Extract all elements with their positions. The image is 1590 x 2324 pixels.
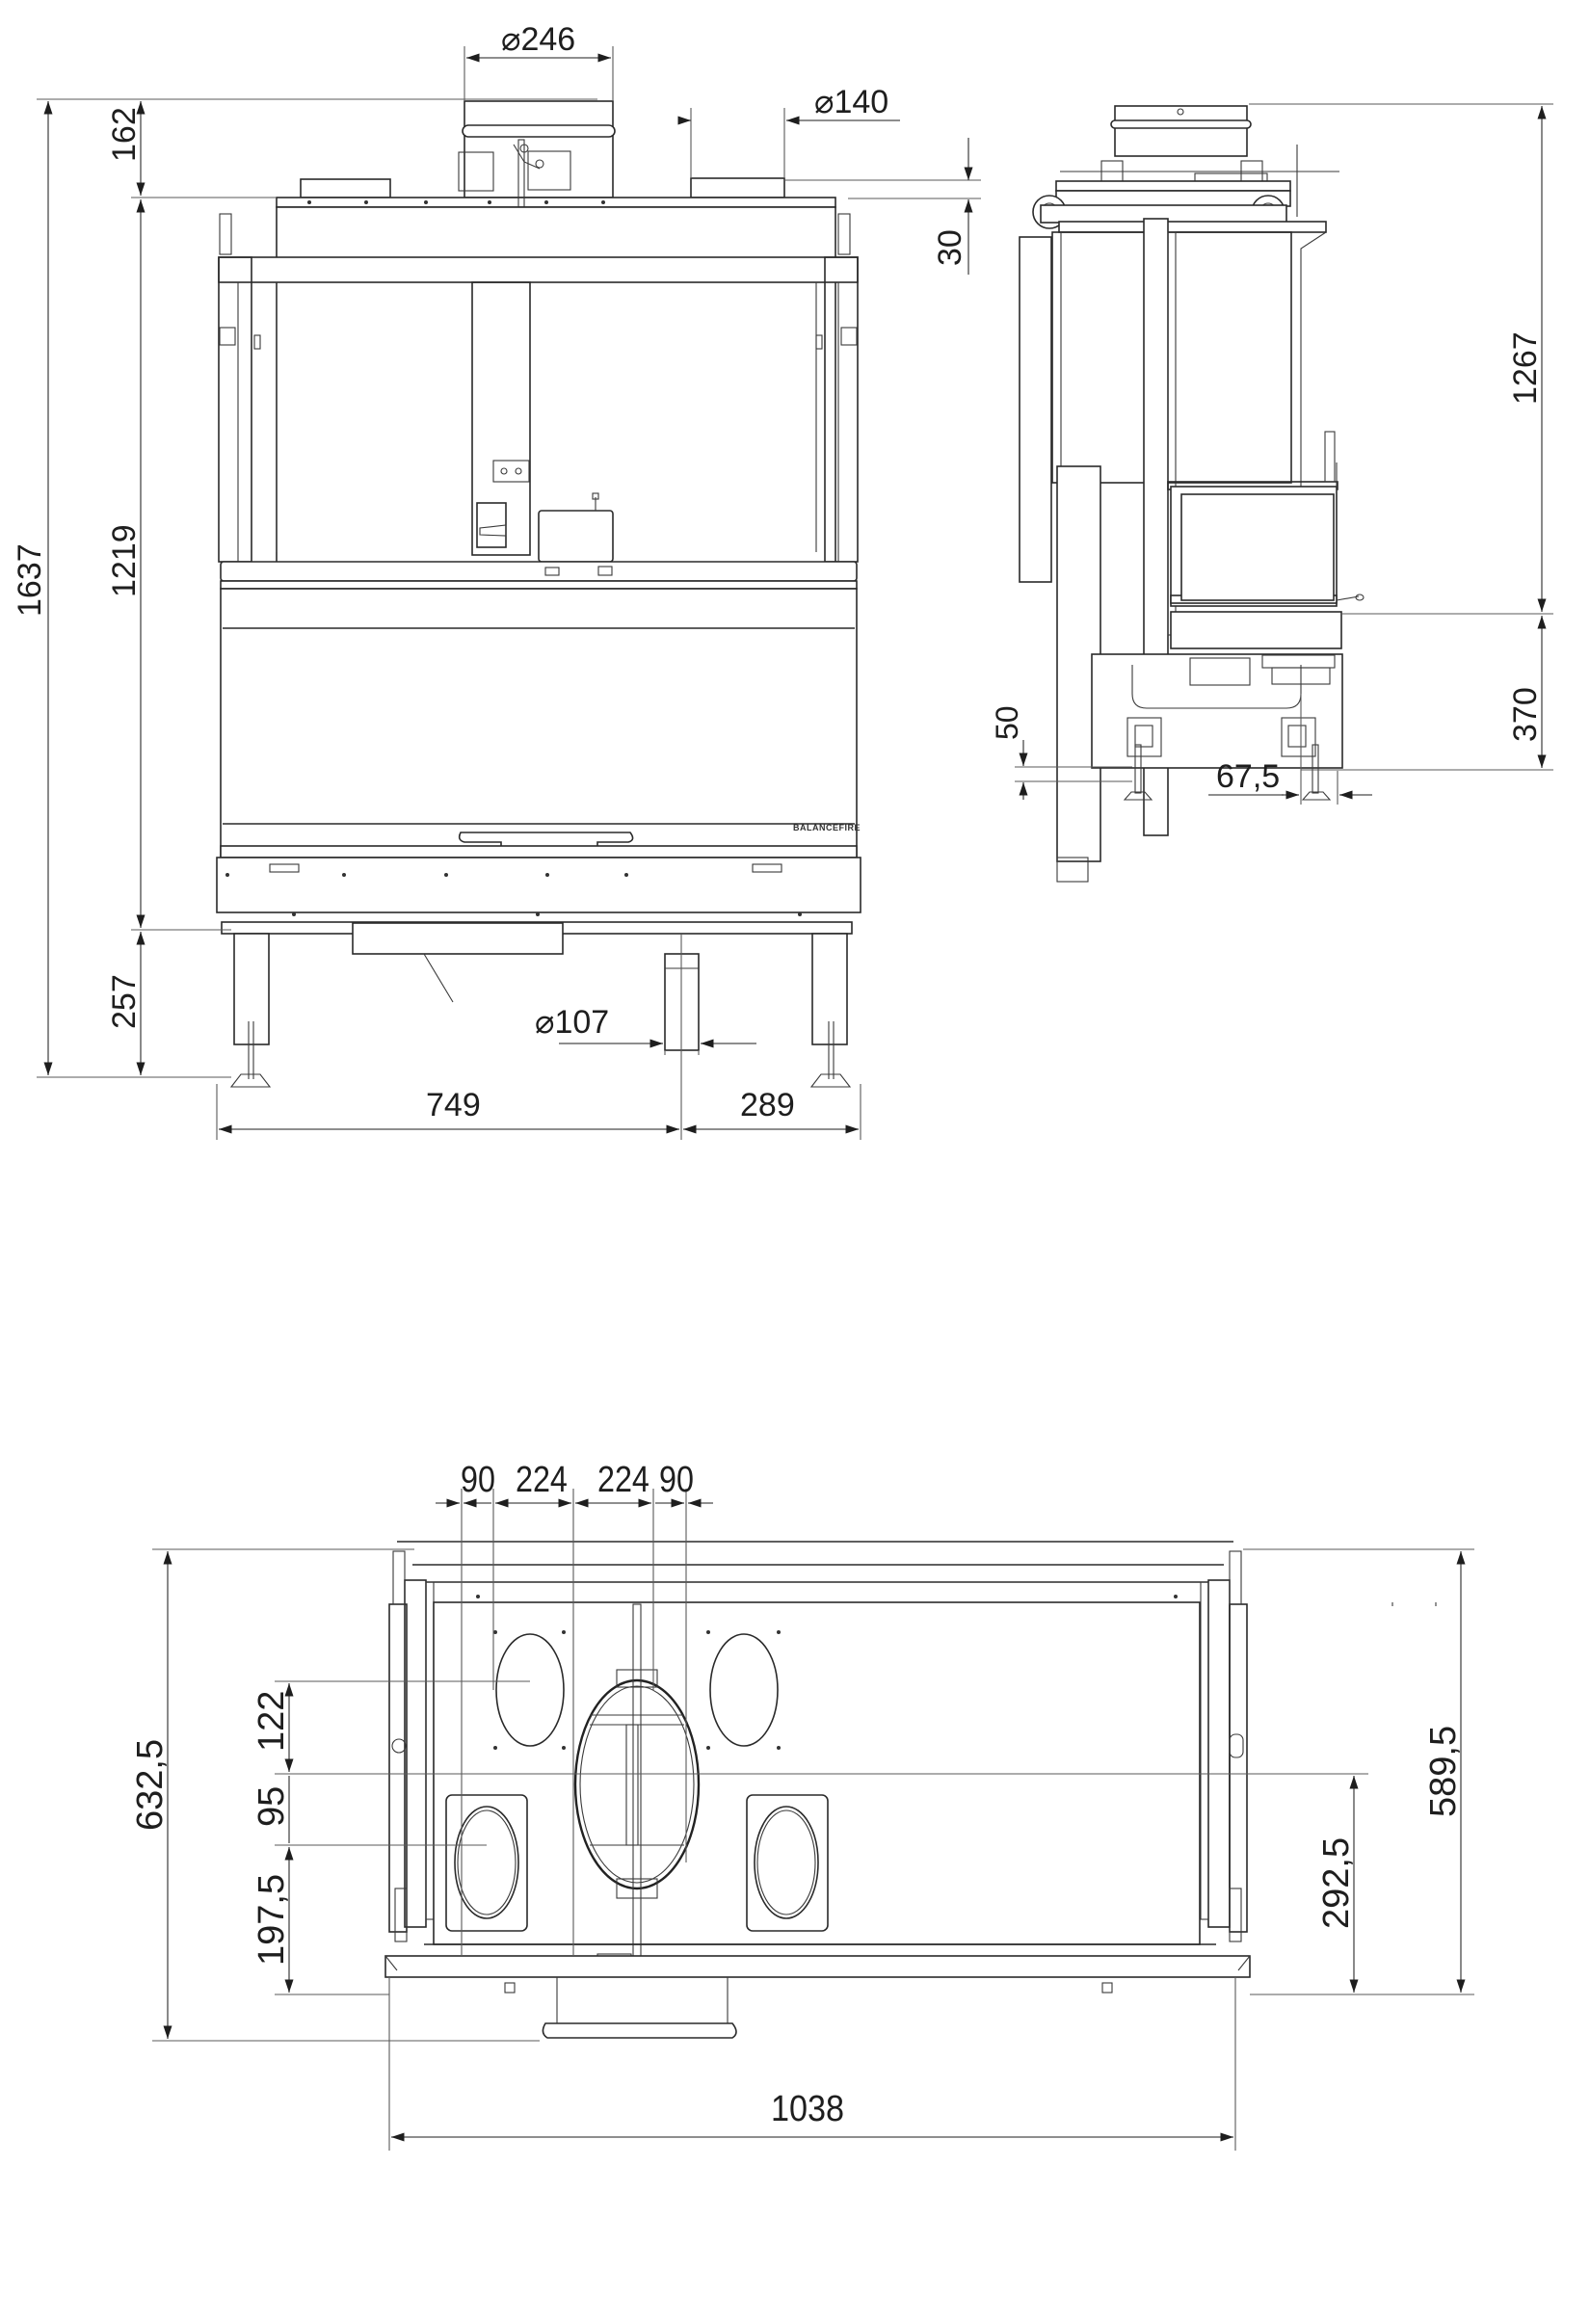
upper-right-outlet <box>709 1633 779 1747</box>
dim-right-depth: 589,5 <box>1423 1726 1464 1817</box>
dim-collar-offset: 30 <box>932 229 968 266</box>
dim-rear-offset: 67,5 <box>1216 758 1280 795</box>
brand-plate: BALANCEFIRE <box>793 823 861 832</box>
dim-total-width: 1038 <box>771 2087 844 2128</box>
dim-top-right-spacing: 224 <box>597 1460 649 1500</box>
dim-top-right-offset: 90 <box>659 1460 694 1500</box>
dim-inlet-to-right: 289 <box>740 1087 795 1123</box>
left-collar <box>300 178 391 198</box>
dim-upper-outlet-offset: 122 <box>252 1691 292 1752</box>
dim-total-depth: 632,5 <box>130 1739 171 1831</box>
front-dimensions: ⌀246 ⌀140 30 1637 162 1219 257 ⌀107 <box>12 21 981 1140</box>
top-dimensions: 90 224 224 90 632,5 122 95 197,5 589,5 2… <box>130 1460 1474 2151</box>
side-view <box>1019 105 1365 883</box>
left-leg <box>233 933 270 1045</box>
side-dimensions: 1267 370 50 67,5 <box>990 103 1553 805</box>
lower-left-plate <box>445 1794 528 1932</box>
dim-top-left-spacing: 224 <box>516 1460 568 1500</box>
hinge-icon <box>219 213 858 350</box>
right-leg <box>811 933 848 1045</box>
dim-right-outlet-offset: 292,5 <box>1316 1837 1357 1929</box>
dim-flue-diameter: ⌀246 <box>501 21 575 58</box>
central-flue-ring <box>573 1678 701 1890</box>
upper-left-outlet <box>495 1633 565 1747</box>
dim-top-left-offset: 90 <box>461 1460 495 1500</box>
dim-outlet-spacing: 95 <box>252 1786 292 1827</box>
dim-body-height: 1219 <box>106 524 143 597</box>
top-view-handle <box>542 2022 737 2039</box>
dim-foot-adjust: 50 <box>990 705 1024 740</box>
dim-lower-outlet-offset: 197,5 <box>252 1874 292 1966</box>
air-collar <box>690 177 785 198</box>
dim-lower-height: 370 <box>1507 687 1544 742</box>
dim-upper-height: 1267 <box>1507 331 1544 405</box>
dim-bottom-inlet-diameter: ⌀107 <box>535 1004 609 1041</box>
dim-left-to-inlet: 749 <box>426 1087 481 1123</box>
flue-collar <box>458 100 616 198</box>
back-panel <box>1019 236 1052 583</box>
dim-air-inlet-diameter: ⌀140 <box>814 84 888 120</box>
front-view: BALANCEFIRE <box>216 100 861 1088</box>
dim-leg-height: 257 <box>106 974 143 1029</box>
dim-total-height: 1637 <box>12 543 48 617</box>
dim-flue-height: 162 <box>106 107 143 162</box>
top-view <box>384 1541 1251 2039</box>
